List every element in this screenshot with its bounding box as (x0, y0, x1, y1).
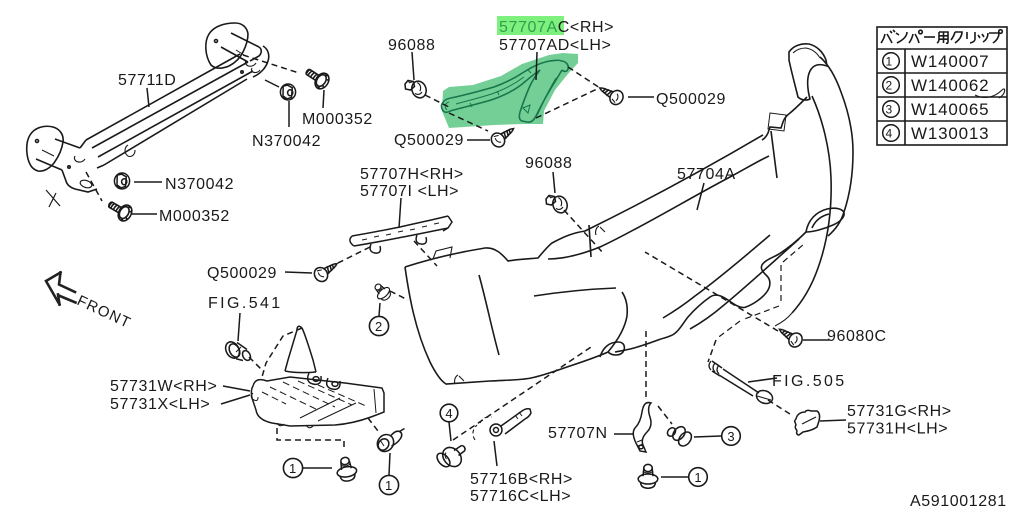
svg-text:57711D: 57711D (118, 72, 176, 89)
svg-text:1: 1 (694, 470, 701, 485)
svg-text:N370042: N370042 (165, 176, 234, 193)
svg-text:57707I <LH>: 57707I <LH> (360, 183, 459, 200)
svg-text:57704A: 57704A (677, 166, 736, 183)
svg-text:W140007: W140007 (911, 52, 989, 71)
svg-text:M000352: M000352 (159, 208, 230, 225)
svg-text:96088: 96088 (525, 155, 573, 172)
svg-text:W140065: W140065 (911, 100, 989, 119)
svg-text:96088: 96088 (388, 37, 436, 54)
svg-text:57707H<RH>: 57707H<RH> (360, 166, 464, 183)
svg-text:Q500029: Q500029 (207, 265, 277, 282)
svg-text:1: 1 (289, 461, 296, 476)
svg-text:57731W<RH>: 57731W<RH> (110, 378, 217, 395)
svg-text:57716C<LH>: 57716C<LH> (470, 488, 571, 505)
svg-text:2: 2 (375, 319, 382, 334)
svg-text:57731G<RH>: 57731G<RH> (847, 403, 952, 420)
svg-text:Q500029: Q500029 (656, 91, 726, 108)
svg-text:Q500029: Q500029 (394, 132, 464, 149)
svg-text:2: 2 (886, 79, 893, 93)
svg-text:W140062: W140062 (911, 76, 989, 95)
svg-text:4: 4 (886, 127, 893, 141)
svg-text:57731X<LH>: 57731X<LH> (110, 396, 210, 413)
svg-text:3: 3 (886, 103, 893, 117)
svg-text:3: 3 (727, 429, 734, 444)
svg-text:57707AD<LH>: 57707AD<LH> (499, 37, 611, 54)
svg-text:57716B<RH>: 57716B<RH> (470, 471, 573, 488)
svg-text:57707AC<RH>: 57707AC<RH> (499, 19, 614, 36)
svg-text:A591001281: A591001281 (910, 493, 1007, 510)
svg-text:M000352: M000352 (302, 111, 373, 128)
svg-text:N370042: N370042 (252, 133, 321, 150)
svg-text:1: 1 (886, 55, 893, 69)
svg-text:FIG.541: FIG.541 (208, 295, 283, 312)
svg-text:57731H<LH>: 57731H<LH> (847, 421, 948, 438)
svg-text:96080C: 96080C (827, 328, 887, 345)
svg-text:57707N: 57707N (548, 425, 608, 442)
svg-text:4: 4 (445, 406, 452, 421)
svg-text:1: 1 (385, 478, 392, 493)
svg-text:FIG.505: FIG.505 (772, 373, 847, 390)
svg-text:W130013: W130013 (911, 124, 989, 143)
